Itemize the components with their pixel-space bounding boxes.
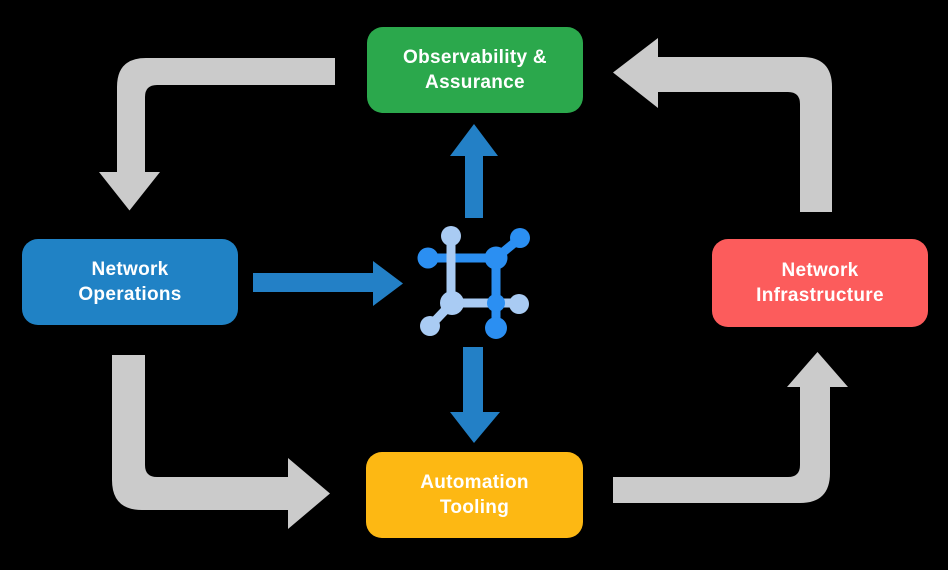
node-automation-label: Automation Tooling [420,471,529,518]
arrow-operations-to-center [253,261,403,306]
node-network-infrastructure: Network Infrastructure [712,239,928,327]
node-operations-label: Network Operations [78,258,182,305]
arrow-infrastructure-to-observability [613,38,832,212]
icon-dark-over-parts [484,228,530,339]
node-infrastructure-label: Network Infrastructure [756,259,884,306]
arrow-automation-to-infrastructure [613,352,848,503]
arrow-center-to-automation [450,347,500,443]
arrow-operations-to-automation [112,355,330,529]
node-network-operations: Network Operations [22,239,238,325]
arrow-observability-to-operations [99,58,335,211]
node-observability-assurance: Observability & Assurance [367,27,583,113]
node-observability-label: Observability & Assurance [403,46,547,93]
icon-light-parts [420,226,529,336]
node-automation-tooling: Automation Tooling [366,452,583,538]
network-mesh-icon [417,226,530,339]
arrow-center-to-observability [450,124,498,218]
